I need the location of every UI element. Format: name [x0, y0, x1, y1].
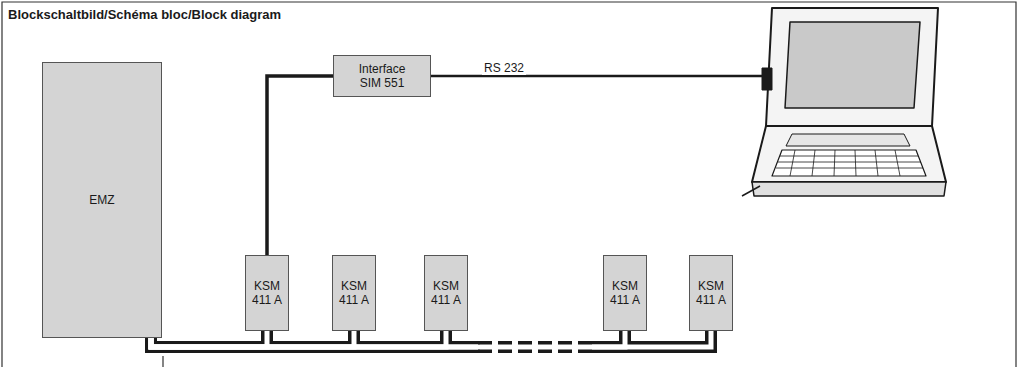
interface-box: Interface SIM 551 [333, 55, 431, 97]
box-label: KSM 411 A [605, 279, 645, 308]
bus-core [151, 331, 711, 347]
module-box: KSM 411 A [332, 255, 376, 331]
box-label: KSM 411 A [247, 279, 287, 308]
data-line [267, 76, 333, 255]
signal-label: RS 232 [482, 61, 526, 75]
bus-dash [478, 350, 594, 354]
bus-dash [478, 341, 594, 345]
box-label: Interface SIM 551 [351, 62, 413, 91]
frame-tick [162, 356, 163, 367]
box-label: KSM 411 A [426, 279, 466, 308]
module-box: KSM 411 A [689, 255, 733, 331]
rs232-wire [431, 75, 768, 78]
bus-gap [480, 338, 592, 356]
control-unit: EMZ [42, 62, 162, 338]
diagram-title: Blockschaltbild/Schéma bloc/Block diagra… [8, 7, 281, 22]
module-box: KSM 411 A [424, 255, 468, 331]
bus-line [151, 331, 711, 347]
laptop-illustration [742, 8, 946, 196]
box-label: EMZ [89, 193, 114, 207]
module-box: KSM 411 A [603, 255, 647, 331]
box-label: KSM 411 A [334, 279, 374, 308]
box-label: KSM 411 A [691, 279, 731, 308]
module-box: KSM 411 A [245, 255, 289, 331]
